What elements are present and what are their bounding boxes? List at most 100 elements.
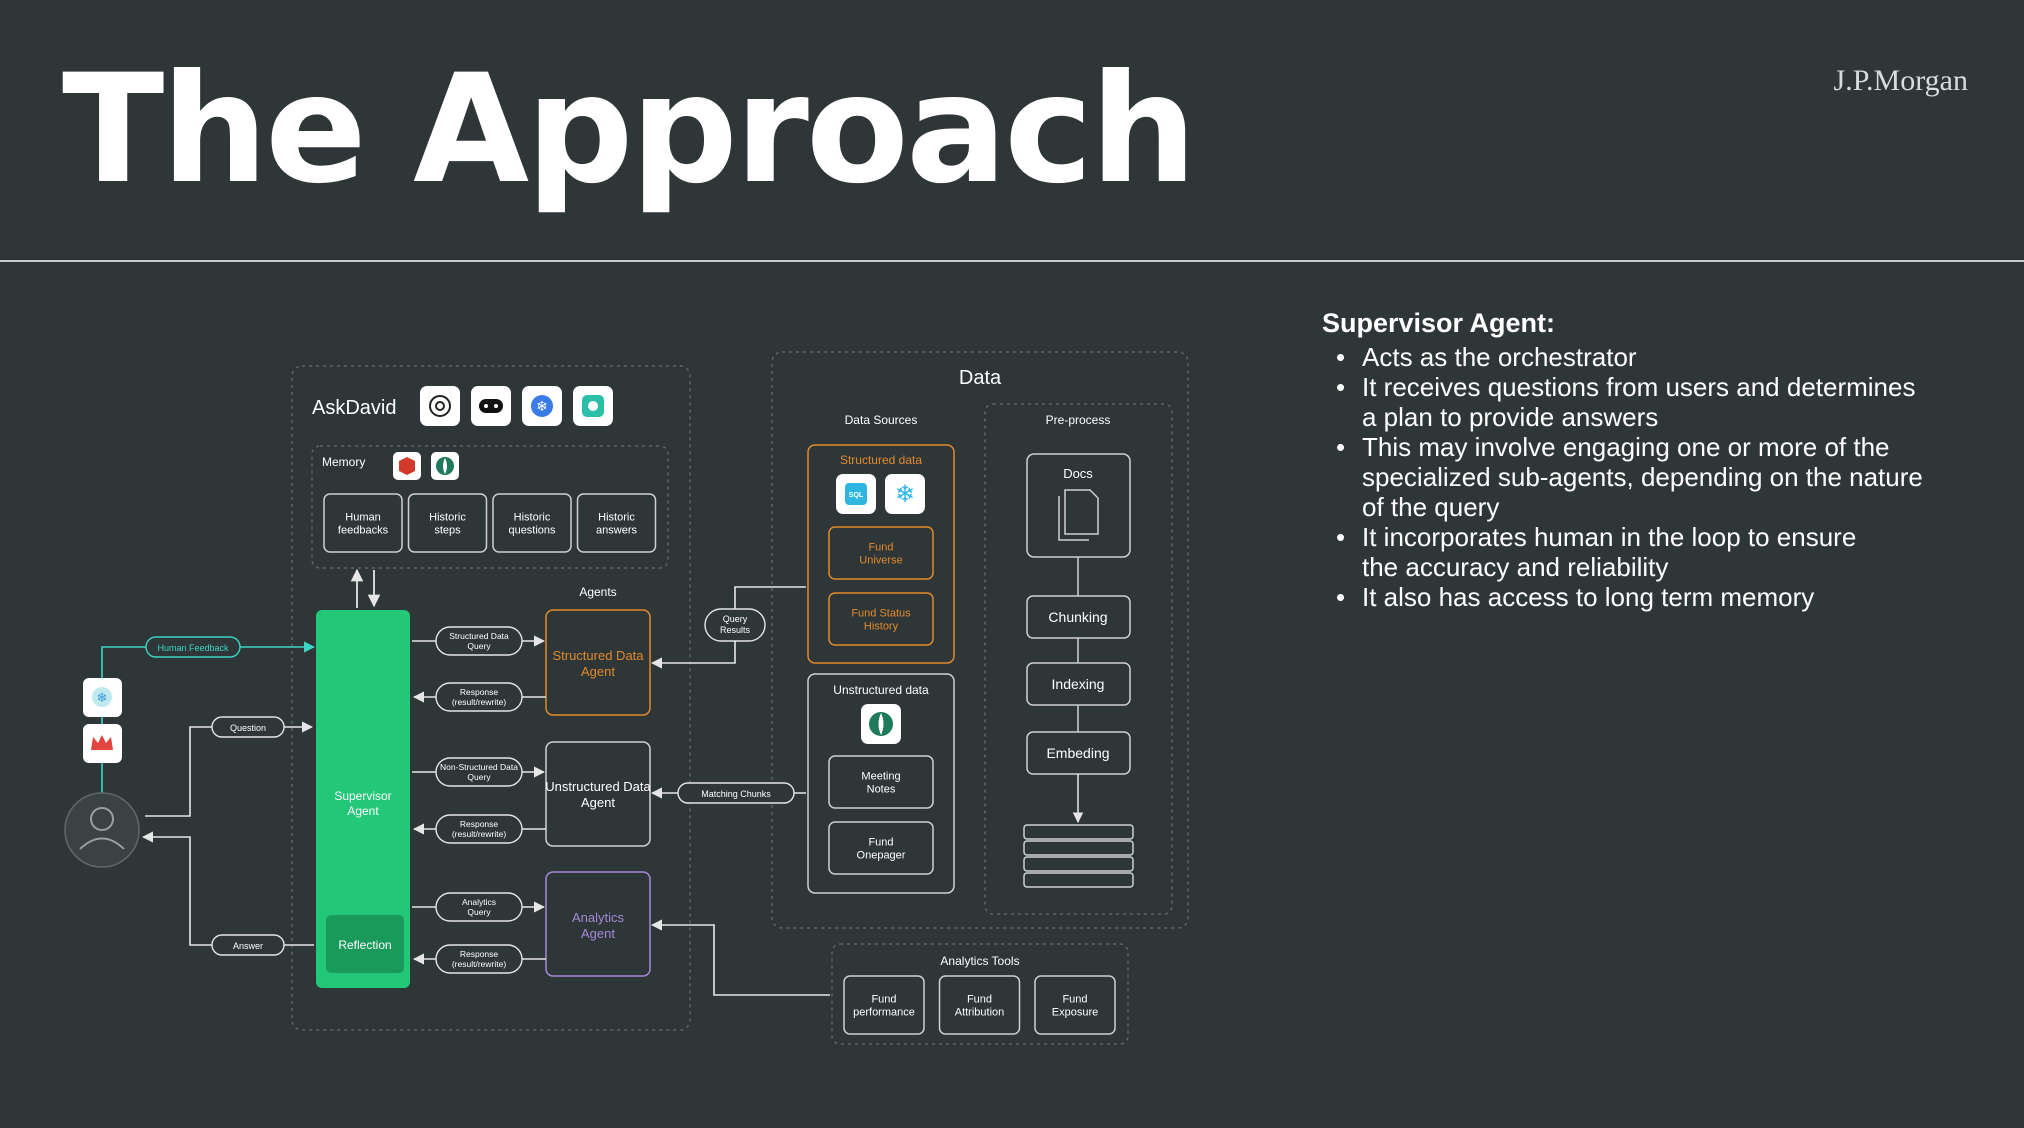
title-divider: [0, 260, 2024, 262]
data-title: Data: [959, 367, 1002, 389]
askdavid-title: AskDavid: [312, 397, 396, 419]
docs-label: Docs: [1063, 466, 1093, 481]
answer-label: Answer: [233, 941, 263, 951]
message-pill: [435, 944, 523, 974]
chunking-label: Chunking: [1048, 609, 1107, 625]
matching-chunks-label: Matching Chunks: [701, 789, 771, 799]
openai-icon: [420, 386, 460, 426]
unstructured-data-label: Unstructured data: [833, 683, 929, 697]
unstructured-data-agent-box: [545, 741, 651, 847]
supervisor-agent-description: Supervisor Agent: Acts as the orchestrat…: [1322, 306, 1982, 612]
supervisor-bullet: It incorporates human in the loop to ens…: [1336, 522, 1982, 582]
reflection-label: Reflection: [338, 938, 391, 952]
supervisor-agent-heading: Supervisor Agent:: [1322, 308, 1556, 338]
analytics-tool-box: [843, 975, 925, 1035]
memory-item-box: [576, 493, 657, 553]
supervisor-agent-box: [316, 610, 410, 988]
agents-label: Agents: [579, 585, 616, 599]
query-results-pill: [704, 608, 766, 642]
message-pill: [435, 814, 523, 844]
analytics-tool-box: [1034, 975, 1116, 1035]
supervisor-bullet: It also has access to long term memory: [1336, 582, 1982, 612]
unstructured-item-box: [828, 755, 934, 809]
answer-pill: [211, 934, 285, 956]
svg-text:❄: ❄: [536, 398, 548, 414]
structured-item-box: [828, 592, 934, 646]
supervisor-bullet: This may involve engaging one or more of…: [1336, 432, 1982, 522]
message-pill: [435, 626, 523, 656]
supervisor-agent-bullets: Acts as the orchestratorIt receives ques…: [1322, 342, 1982, 612]
indexing-label: Indexing: [1052, 676, 1105, 692]
memory-region: [311, 445, 669, 569]
message-pill: [435, 682, 523, 712]
llm-logo-icons: ❄: [420, 386, 613, 426]
svg-text:❄: ❄: [895, 481, 915, 508]
askdavid-region: [291, 365, 691, 1031]
analytics-agent-box: [545, 871, 651, 977]
preprocess-label: Pre-process: [1046, 413, 1111, 427]
memory-item-box: [323, 493, 403, 553]
analytics-tool-box: [938, 975, 1021, 1035]
reflection-box: [326, 915, 404, 973]
unstructured-item-box: [828, 821, 934, 875]
supervisor-bullet: It receives questions from users and det…: [1336, 372, 1982, 432]
memory-item-box: [492, 493, 572, 553]
human-feedback-pill: [145, 636, 241, 658]
data-sources-label: Data Sources: [845, 413, 918, 427]
human-feedback-label: Human Feedback: [157, 643, 229, 653]
structured-data-box: [807, 444, 955, 664]
analytics-tools-region: [831, 943, 1129, 1045]
preprocess-region: [984, 403, 1173, 915]
slide-title: The Approach: [62, 43, 1197, 217]
supervisor-bullet: Acts as the orchestrator: [1336, 342, 1982, 372]
message-pill-label: Response(result/rewrite): [452, 949, 506, 969]
sql-badge: SQL: [849, 492, 864, 499]
question-pill: [211, 716, 285, 738]
snowflake-icon: [885, 474, 925, 514]
structured-data-agent-box: [545, 609, 651, 716]
message-pill: [435, 757, 523, 787]
region-borders: [291, 351, 1189, 1045]
message-pill-label: Response(result/rewrite): [452, 687, 506, 707]
memory-label: Memory: [322, 455, 365, 469]
analytics-tools-label: Analytics Tools: [940, 954, 1019, 968]
matching-chunks-pill: [677, 782, 795, 804]
unstructured-data-box: [807, 673, 955, 894]
svg-text:❄: ❄: [97, 690, 108, 705]
embeding-label: Embeding: [1046, 745, 1109, 761]
structured-data-label: Structured data: [840, 453, 922, 467]
document-icon: [1058, 489, 1099, 541]
user-flow: Human Feedback ❄ Question Answer: [64, 636, 316, 956]
message-pill-label: Response(result/rewrite): [452, 819, 506, 839]
vector-store-icon: [1023, 824, 1134, 888]
memory-icons: [393, 452, 459, 480]
brand-logo: J.P.Morgan: [1833, 64, 1968, 97]
message-pill: [435, 892, 523, 922]
structured-item-box: [828, 526, 934, 580]
data-region: [771, 351, 1189, 929]
